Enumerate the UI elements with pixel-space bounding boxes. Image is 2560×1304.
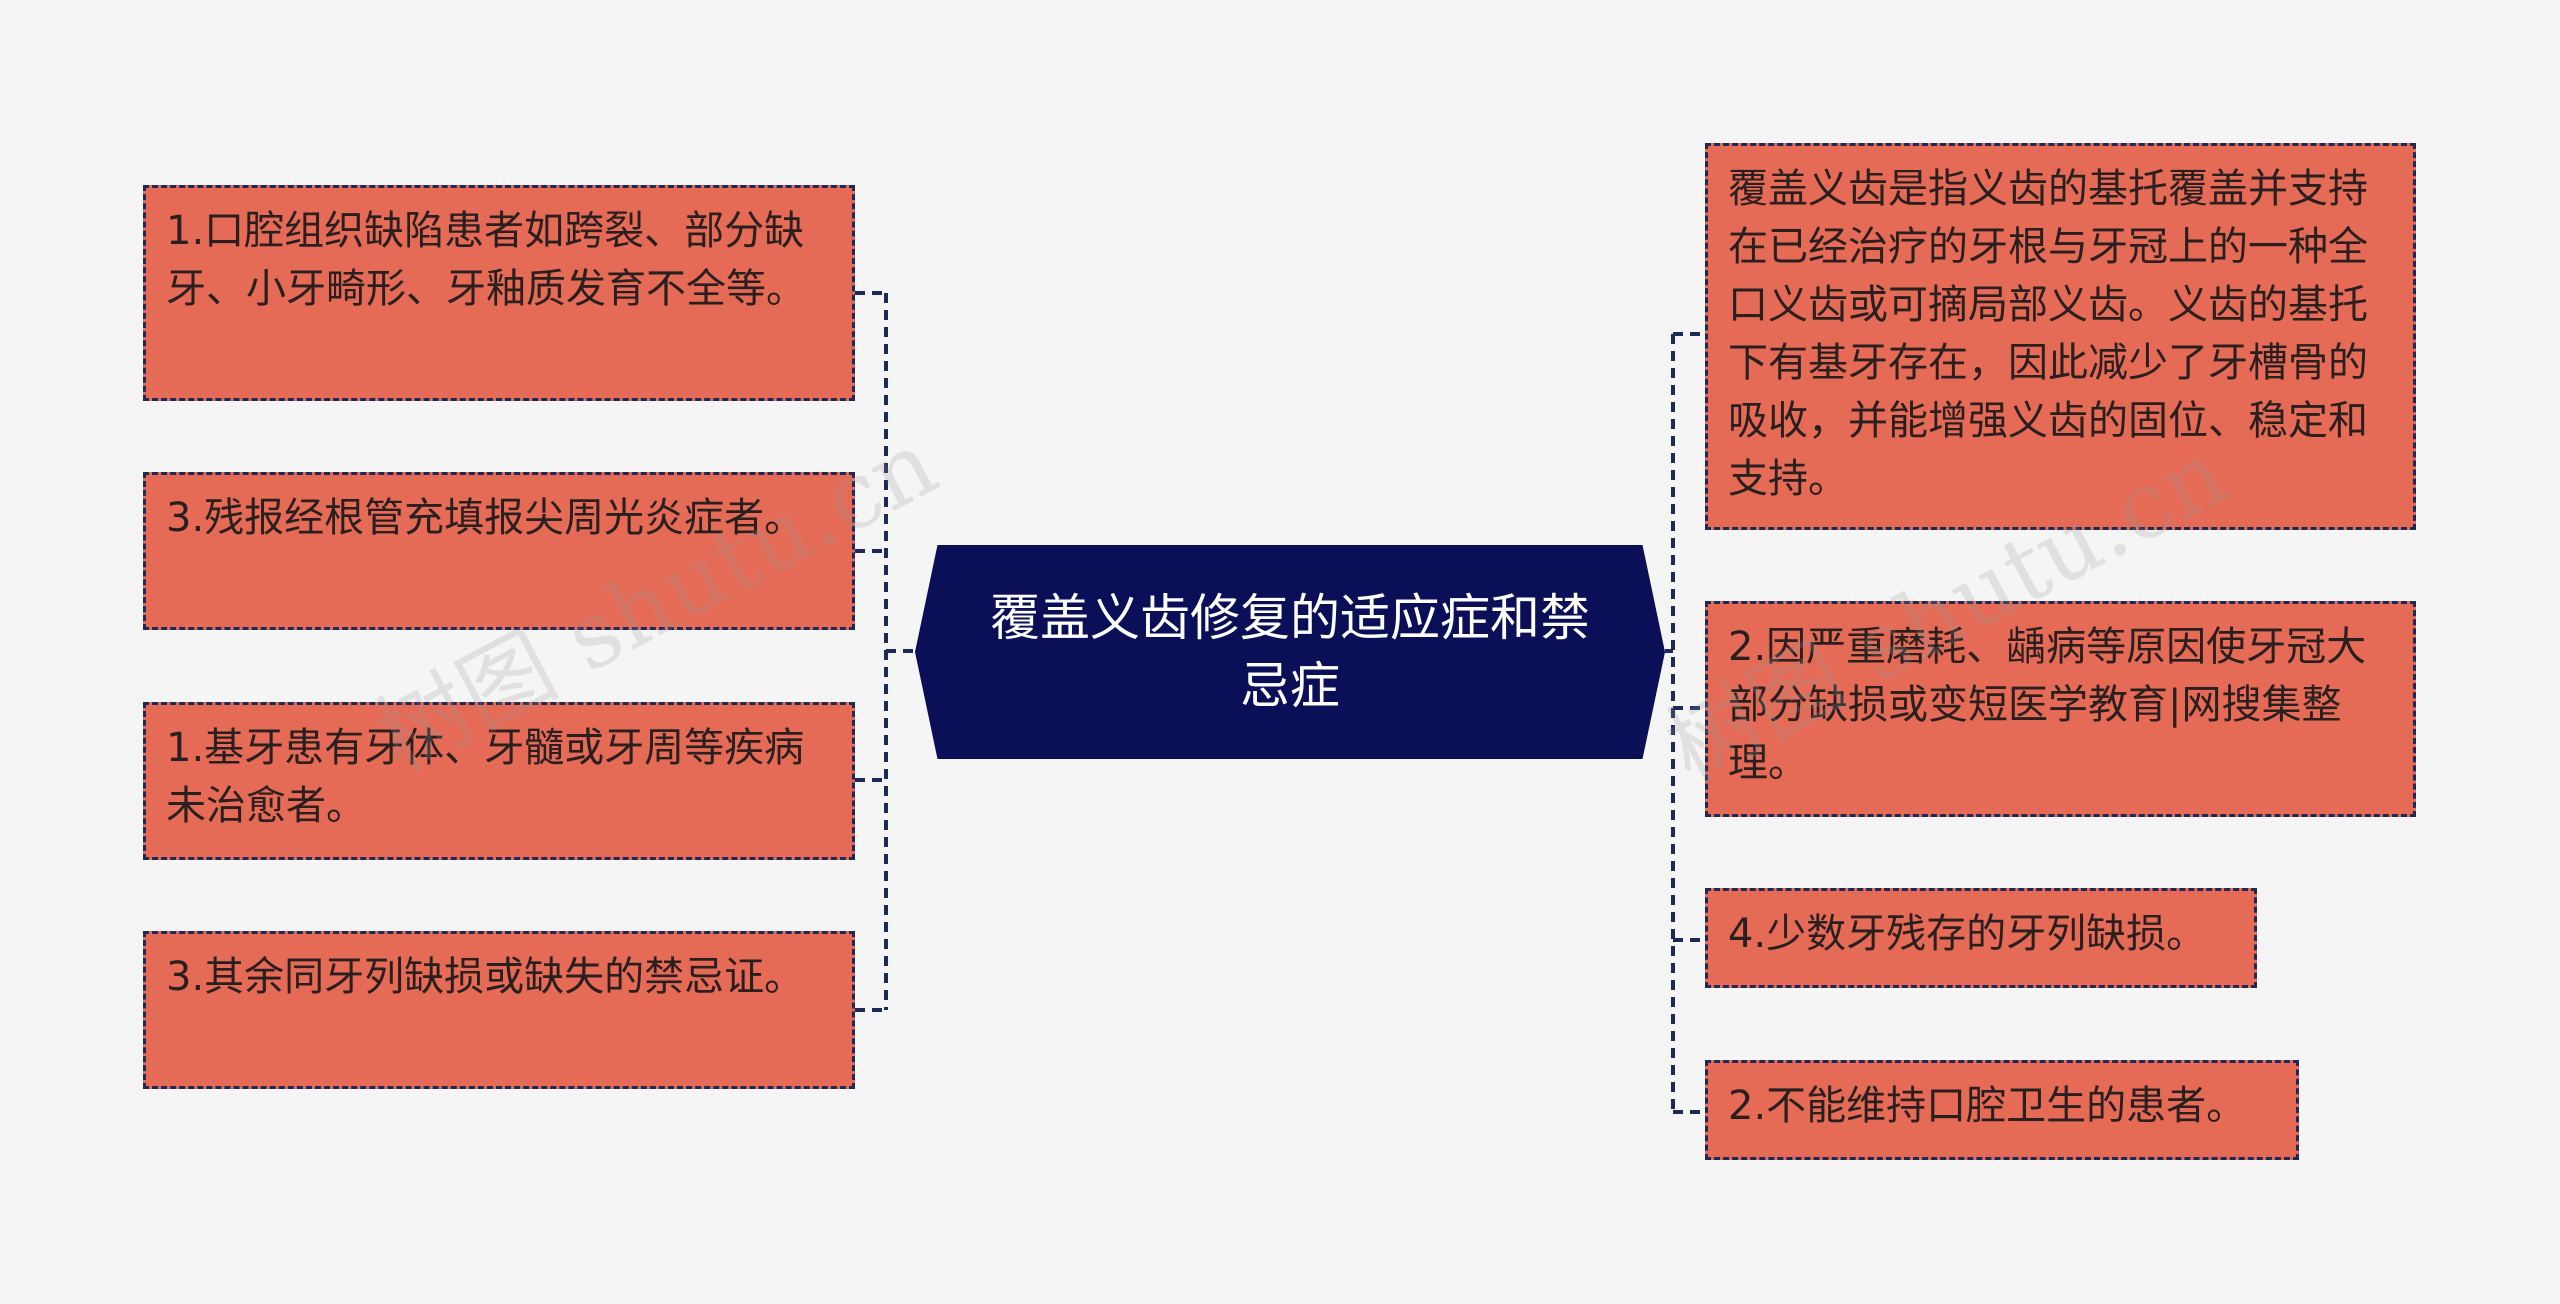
right-node-4[interactable]: 2.不能维持口腔卫生的患者。 <box>1705 1060 2299 1160</box>
right-node-1[interactable]: 覆盖义齿是指义齿的基托覆盖并支持在已经治疗的牙根与牙冠上的一种全口义齿或可摘局部… <box>1705 143 2416 530</box>
right-node-2[interactable]: 2.因严重磨耗、龋病等原因使牙冠大部分缺损或变短医学教育|网搜集整理。 <box>1705 601 2416 817</box>
left-node-1[interactable]: 1.口腔组织缺陷患者如跨裂、部分缺牙、小牙畸形、牙釉质发育不全等。 <box>143 185 855 401</box>
center-topic-node[interactable]: 覆盖义齿修复的适应症和禁忌症 <box>915 545 1665 759</box>
center-topic-title: 覆盖义齿修复的适应症和禁忌症 <box>990 589 1590 715</box>
right-node-2-text: 2.因严重磨耗、龋病等原因使牙冠大部分缺损或变短医学教育|网搜集整理。 <box>1728 624 2367 786</box>
right-node-4-text: 2.不能维持口腔卫生的患者。 <box>1728 1083 2247 1129</box>
right-node-3-text: 4.少数牙残存的牙列缺损。 <box>1728 911 2207 957</box>
right-node-1-text: 覆盖义齿是指义齿的基托覆盖并支持在已经治疗的牙根与牙冠上的一种全口义齿或可摘局部… <box>1728 166 2368 502</box>
left-node-4[interactable]: 3.其余同牙列缺损或缺失的禁忌证。 <box>143 931 855 1089</box>
left-node-2-text: 3.残报经根管充填报尖周光炎症者。 <box>166 495 805 541</box>
left-node-4-text: 3.其余同牙列缺损或缺失的禁忌证。 <box>166 954 805 1000</box>
left-node-1-text: 1.口腔组织缺陷患者如跨裂、部分缺牙、小牙畸形、牙釉质发育不全等。 <box>166 208 806 312</box>
left-node-2[interactable]: 3.残报经根管充填报尖周光炎症者。 <box>143 472 855 630</box>
left-node-3-text: 1.基牙患有牙体、牙髓或牙周等疾病未治愈者。 <box>166 725 805 829</box>
right-node-3[interactable]: 4.少数牙残存的牙列缺损。 <box>1705 888 2257 988</box>
left-node-3[interactable]: 1.基牙患有牙体、牙髓或牙周等疾病未治愈者。 <box>143 702 855 860</box>
